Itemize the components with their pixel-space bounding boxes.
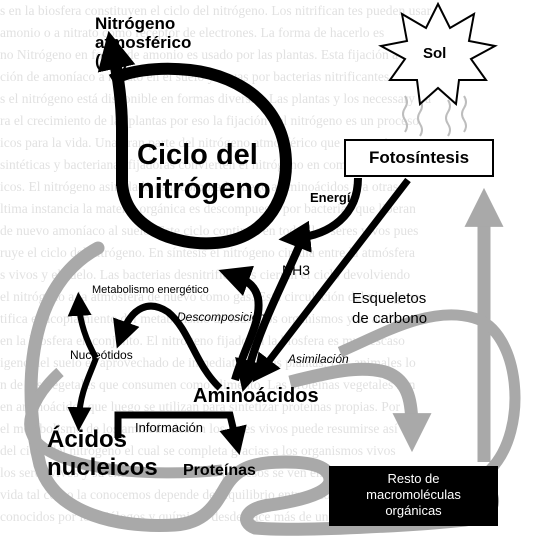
background-text-line: del ciclo del nitrógeno el cual se compl… xyxy=(0,443,396,458)
atmospheric-nitrogen-label: Nitrógeno atmosférico (N2) xyxy=(95,14,192,71)
nucleotides-up-arrow xyxy=(67,291,99,360)
ammonia-label: NH3 xyxy=(282,262,311,278)
gray-arrow-left-loop xyxy=(24,367,223,479)
background-text-line: ltima instancia la materia orgánica es d… xyxy=(0,201,416,216)
background-text-line: igeno del suelo es aprovechado de inmedi… xyxy=(0,355,416,370)
background-text-line: s el nitrógeno está disponible en formas… xyxy=(0,91,432,106)
photosynthesis-box: Fotosíntesis xyxy=(344,139,494,177)
energy-arrow xyxy=(278,177,362,253)
carbon-skeletons-label: Esqueletos de carbono xyxy=(352,290,428,327)
energy-metabolism-label: Metabolismo energético xyxy=(92,284,209,296)
background-text-line: icos para la vida. Una gran parte del ni… xyxy=(0,135,409,150)
heat-wave-icon xyxy=(402,95,467,137)
background-text-line: icos. El nitrógeno asimilado es incorpor… xyxy=(0,179,399,194)
gray-arrow-right-loop xyxy=(337,309,521,474)
background-text-line: amonio o a nitrato como receptor de elec… xyxy=(0,25,385,40)
gray-arrow-to-organic xyxy=(288,362,432,453)
carbon-skeleton-arrow xyxy=(252,177,411,383)
nucleic-acids-label: Ácidos nucleicos xyxy=(47,426,158,481)
background-text-line: en aminoácidos que luego se utilizan par… xyxy=(0,399,401,414)
decomposition-label: Descomposición xyxy=(177,310,266,324)
proteins-label: Proteínas xyxy=(183,462,256,479)
organic-label-line: Resto de xyxy=(387,471,440,486)
sun-icon xyxy=(378,1,498,107)
organic-label-line: orgánicas xyxy=(385,503,442,518)
assimilation-label: Asimilación xyxy=(288,352,349,366)
photosynthesis-label: Fotosíntesis xyxy=(368,148,470,167)
cycle-to-atmosphere-arrow xyxy=(97,30,136,186)
sun-label: Sol xyxy=(423,45,447,62)
nucleotides-label: Nucleótidos xyxy=(70,348,133,362)
metabolism-arrow xyxy=(113,302,223,391)
cycle-title: Ciclo del nitrógeno xyxy=(137,139,271,205)
background-text-line: s en la biosfera constituyen el ciclo de… xyxy=(0,3,432,18)
information-label: Información xyxy=(135,420,203,435)
gray-loop-outer xyxy=(24,241,500,536)
nucleotides-down-arrow xyxy=(67,356,99,432)
background-text-line: en la biosfera en conjunto. El nitrógeno… xyxy=(0,333,405,348)
background-text-line: tifica el acoplamiento del metabolismo d… xyxy=(0,311,422,326)
decomposition-arrow xyxy=(218,265,263,382)
background-text-line: s vivos y el suelo. Las bacterias desnit… xyxy=(0,267,411,282)
organic-label-line: macromoléculas xyxy=(366,487,461,502)
information-arrow xyxy=(114,411,247,455)
background-text-line: ra el crecimiento de las plantas por eso… xyxy=(0,113,420,128)
amino-acids-label: Aminoácidos xyxy=(193,385,319,407)
energy-label: Energía xyxy=(310,190,358,205)
assimilation-arrow xyxy=(235,242,304,393)
background-text-line: el metabolismo de los aminoácidos en los… xyxy=(0,421,398,436)
cycle-loop-arrow xyxy=(108,62,293,250)
organic-macromolecules-box: Resto de macromoléculas orgánicas xyxy=(329,466,498,526)
